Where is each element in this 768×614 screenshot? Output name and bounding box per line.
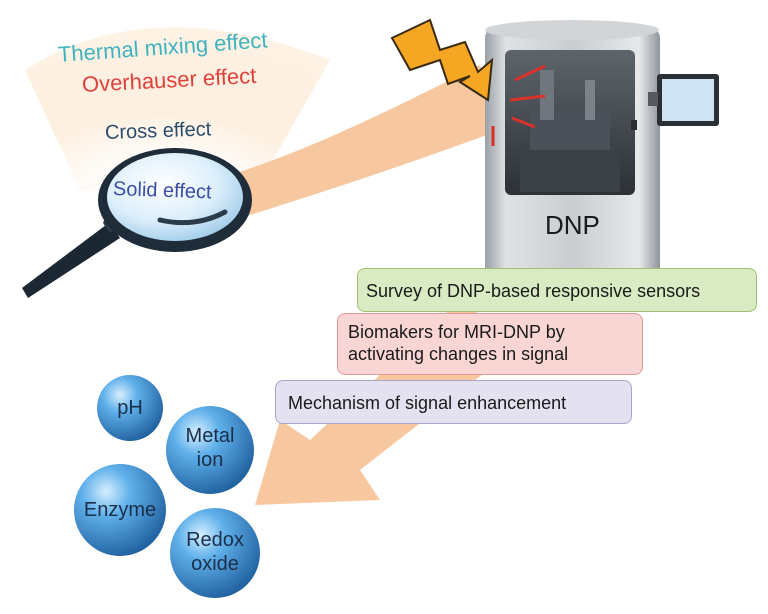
sphere-enzyme bbox=[74, 464, 166, 556]
lightning-icon bbox=[390, 18, 494, 102]
label-metal-line-1: Metal bbox=[185, 425, 235, 447]
label-enzyme: Enzyme bbox=[83, 499, 157, 521]
mechanism-box: Mechanism of signal enhancement bbox=[275, 380, 632, 424]
dnp-label: DNP bbox=[545, 210, 600, 240]
label-metal-line-2: ion bbox=[196, 449, 224, 471]
label-redox-line-1: Redox bbox=[186, 529, 244, 551]
effect-solid: Solid effect bbox=[112, 178, 212, 204]
survey-text: Survey of DNP-based responsive sensors bbox=[366, 281, 701, 301]
sphere-ph bbox=[97, 375, 163, 441]
mechanism-text: Mechanism of signal enhancement bbox=[288, 393, 567, 413]
magnifier-icon bbox=[22, 148, 252, 298]
sphere-metal-ion bbox=[166, 406, 254, 494]
biomakers-box: Biomakers for MRI-DNP by activating chan… bbox=[337, 313, 643, 375]
effect-cross: Cross effect bbox=[104, 118, 212, 144]
label-metal-ion: Metal ion bbox=[166, 424, 254, 472]
label-redox-oxide: Redox oxide bbox=[171, 528, 259, 576]
survey-box: Survey of DNP-based responsive sensors bbox=[357, 268, 757, 312]
target-spheres bbox=[74, 375, 260, 598]
effects-fan bbox=[25, 27, 330, 200]
arrow-to-dnp bbox=[230, 65, 500, 215]
biomakers-line-1: Biomakers for MRI-DNP by bbox=[348, 322, 565, 342]
label-redox-line-2: oxide bbox=[191, 553, 239, 575]
biomakers-line-2: activating changes in signal bbox=[348, 344, 569, 364]
label-ph: pH bbox=[117, 397, 143, 419]
dnp-instrument bbox=[485, 20, 719, 278]
sphere-redox bbox=[170, 508, 260, 598]
